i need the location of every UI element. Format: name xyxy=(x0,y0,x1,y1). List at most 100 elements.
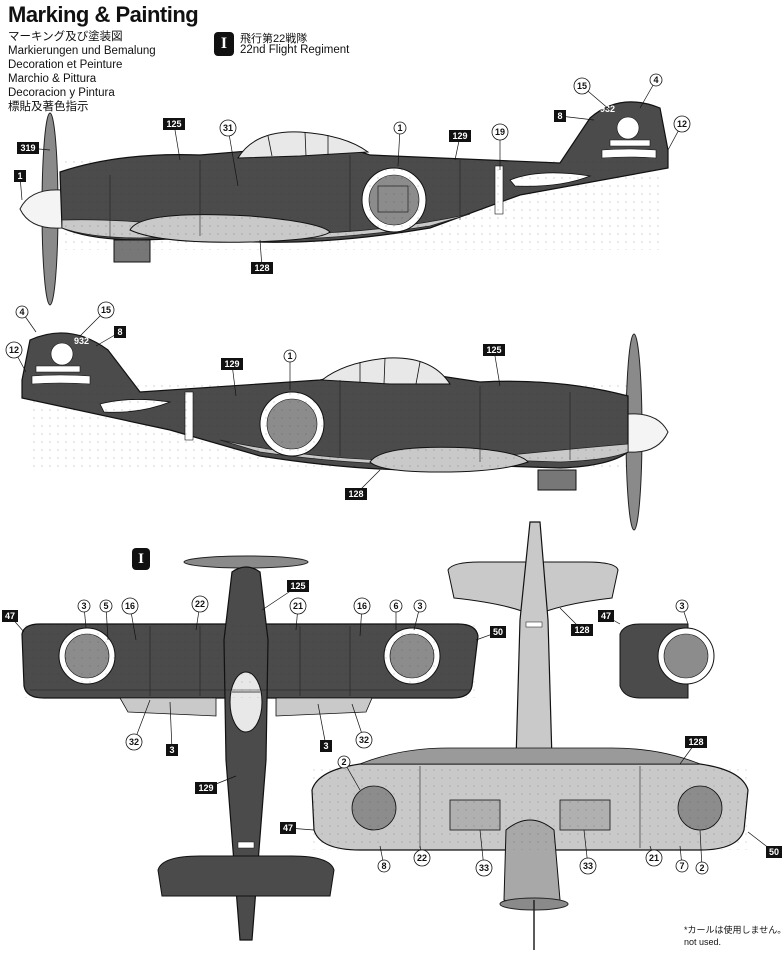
callout-number: 129 xyxy=(452,131,467,141)
callout-number: 47 xyxy=(283,823,293,833)
hinomaru-underwing-left xyxy=(351,785,397,831)
page-title: Marking & Painting xyxy=(8,2,199,27)
callout-number: 8 xyxy=(557,111,562,121)
top-view-numeral-badge: I xyxy=(132,548,150,570)
callout-box xyxy=(166,744,178,756)
bottom-view xyxy=(311,521,749,950)
callout-side_left-6: 19 xyxy=(491,123,509,170)
callout-top-7: 16 xyxy=(353,597,371,637)
callout-number: 319 xyxy=(20,143,35,153)
callout-bottom-5: 47 xyxy=(280,822,315,834)
callout-bottom-13: 50 xyxy=(747,831,782,858)
callout-circle xyxy=(191,595,209,613)
callout-circle xyxy=(579,857,597,875)
callout-top-10: 50 xyxy=(475,626,506,641)
callout-number: 16 xyxy=(357,601,367,611)
callout-circle xyxy=(695,861,709,875)
callout-box xyxy=(766,846,782,858)
callout-bottom-4: 2 xyxy=(337,755,361,791)
callout-circle xyxy=(393,121,407,135)
callout-box xyxy=(251,262,273,274)
callout-top-8: 6 xyxy=(389,599,403,630)
callout-circle xyxy=(337,755,351,769)
callout-number: 16 xyxy=(125,601,135,611)
callout-side_left-9: 8 xyxy=(554,110,595,122)
callout-circle xyxy=(121,597,139,615)
callout-box xyxy=(571,624,593,636)
propeller xyxy=(183,555,309,569)
callout-circle xyxy=(475,859,493,877)
callout-box xyxy=(345,488,367,500)
callout-circle xyxy=(355,731,373,749)
callout-top-1: 3 xyxy=(77,599,91,629)
stabilizer xyxy=(157,855,335,897)
callout-number: 50 xyxy=(769,847,779,857)
callout-leader xyxy=(317,703,327,747)
callout-number: 47 xyxy=(5,611,15,621)
callout-side_right-3: 12 xyxy=(5,341,27,373)
callout-number: 22 xyxy=(195,599,205,609)
callout-side_left-5: 129 xyxy=(449,130,471,161)
callout-side_right-5: 1 xyxy=(283,349,297,390)
callout-circle xyxy=(491,123,509,141)
callout-circle xyxy=(283,349,297,363)
lang-it: Marchio & Pittura xyxy=(8,73,97,85)
callout-number: 15 xyxy=(101,305,111,315)
callout-number: 33 xyxy=(583,861,593,871)
callout-circle xyxy=(125,733,143,751)
callout-top-9: 3 xyxy=(413,599,427,631)
callout-number: 8 xyxy=(117,327,122,337)
lang-es: Decoracion y Pintura xyxy=(8,87,115,99)
callout-bottom-11: 7 xyxy=(675,845,689,873)
lang-de: Markierungen und Bemalung xyxy=(8,45,156,57)
callout-side_right-7: 128 xyxy=(345,469,381,500)
callout-bottom-3: 128 xyxy=(679,736,707,765)
fuselage-band xyxy=(494,165,504,215)
callout-circle xyxy=(675,859,689,873)
callout-top-14: 32 xyxy=(351,703,373,749)
callout-number: 128 xyxy=(688,737,703,747)
callout-number: 125 xyxy=(486,345,501,355)
callout-number: 3 xyxy=(323,741,328,751)
callout-number: 125 xyxy=(290,581,305,591)
callout-number: 6 xyxy=(393,601,398,611)
callout-number: 8 xyxy=(381,861,386,871)
callout-bottom-7: 22 xyxy=(413,845,431,867)
callout-number: 32 xyxy=(129,737,139,747)
callout-bottom-0: 128 xyxy=(559,607,593,636)
callout-circle xyxy=(97,301,115,319)
callout-side_right-4: 129 xyxy=(221,358,243,397)
callout-box xyxy=(17,142,39,154)
lang-fr: Decoration et Peinture xyxy=(8,59,123,71)
callout-number: 12 xyxy=(677,119,687,129)
callout-number: 4 xyxy=(19,307,24,317)
callout-number: 1 xyxy=(397,123,402,133)
callout-circle xyxy=(353,597,371,615)
callout-number: 7 xyxy=(679,861,684,871)
callout-number: 21 xyxy=(649,853,659,863)
callout-number: 128 xyxy=(348,489,363,499)
spinner xyxy=(19,189,63,229)
callout-circle xyxy=(5,341,23,359)
callout-bottom-6: 8 xyxy=(377,845,391,873)
callout-box xyxy=(221,358,243,370)
callout-box xyxy=(2,610,18,622)
callout-side_right-0: 4 xyxy=(15,305,37,333)
callout-side_left-4: 1 xyxy=(393,121,407,167)
callout-circle xyxy=(573,77,591,95)
callout-number: 129 xyxy=(224,359,239,369)
callout-bottom-1: 47 xyxy=(598,610,621,625)
callout-box xyxy=(490,626,506,638)
callout-box xyxy=(685,736,707,748)
callout-side_left-1: 1 xyxy=(14,170,26,201)
callout-circle xyxy=(673,115,691,133)
tail-number: 932 xyxy=(600,104,615,114)
callout-number: 3 xyxy=(169,745,174,755)
callout-box xyxy=(280,822,296,834)
callout-top-5: 125 xyxy=(261,580,309,611)
callout-circle xyxy=(77,599,91,613)
side-view-right: 932 xyxy=(21,332,669,531)
callout-bottom-9: 33 xyxy=(579,829,597,875)
callout-box xyxy=(483,344,505,356)
